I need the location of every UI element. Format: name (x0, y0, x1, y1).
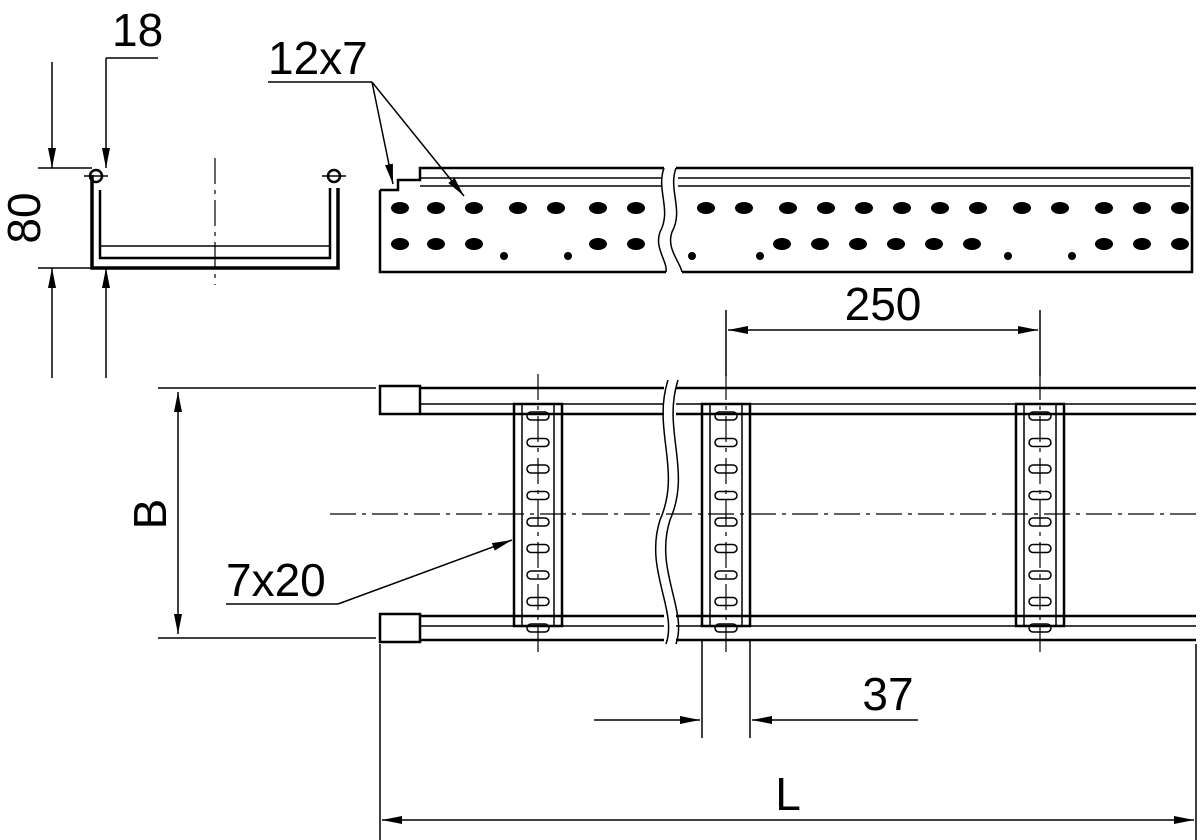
side-hole-icon (465, 238, 483, 250)
dim-hole-rung-label: 7x20 (226, 554, 326, 606)
rung-slot-icon (526, 543, 550, 554)
rung-slot-icon (1028, 437, 1052, 448)
side-holes (391, 202, 1189, 260)
rung-slot-icon (714, 596, 738, 607)
side-hole-icon (1051, 202, 1069, 214)
dim-rung-width-label: 37 (862, 668, 913, 720)
rung-slot-icon (714, 570, 738, 580)
side-hole-icon (855, 202, 873, 214)
dim-hole-side-label: 12x7 (268, 32, 368, 84)
side-dot-icon (756, 252, 764, 260)
rung-slot-icon (526, 517, 550, 527)
rung-slot-icon (1028, 570, 1052, 580)
rung-slot-icon (526, 596, 550, 607)
side-hole-icon (817, 202, 835, 214)
rung-slot-icon (1028, 623, 1052, 633)
side-hole-icon (1013, 202, 1031, 214)
rung-slot-icon (1028, 596, 1052, 607)
dim-flange-label: 18 (112, 4, 163, 56)
rung-slot-icon (526, 437, 550, 448)
side-hole-icon (887, 238, 905, 250)
side-hole-icon (465, 202, 483, 214)
side-hole-icon (735, 202, 753, 214)
rung (512, 374, 564, 656)
side-dot-icon (688, 252, 696, 260)
rung-slot-icon (1028, 411, 1052, 421)
side-hole-icon (925, 238, 943, 250)
side-hole-icon (697, 202, 715, 214)
side-hole-icon (391, 238, 409, 250)
side-hole-icon (589, 238, 607, 250)
rung-slot-icon (526, 623, 550, 633)
side-hole-icon (1095, 202, 1113, 214)
rung-slot-icon (526, 464, 550, 474)
rung-slot-icon (1028, 543, 1052, 554)
side-hole-icon (963, 238, 981, 250)
side-hole-icon (1133, 238, 1151, 250)
side-view: 12x7 (268, 32, 1194, 274)
side-hole-icon (1171, 202, 1189, 214)
side-hole-icon (509, 202, 527, 214)
side-hole-icon (1095, 238, 1113, 250)
side-hole-icon (1133, 202, 1151, 214)
side-hole-icon (427, 202, 445, 214)
rung-slot-icon (1028, 464, 1052, 474)
side-hole-icon (849, 238, 867, 250)
side-hole-icon (931, 202, 949, 214)
side-hole-icon (1171, 238, 1189, 250)
rung-slot-icon (714, 464, 738, 474)
rung-slot-icon (714, 490, 738, 501)
plan-view: B 250 7x20 37 L (124, 278, 1198, 840)
rung (1014, 374, 1066, 656)
side-hole-icon (893, 202, 911, 214)
rung-slot-icon (526, 490, 550, 501)
rung-slot-icon (1028, 490, 1052, 501)
side-dot-icon (1004, 252, 1012, 260)
side-dot-icon (564, 252, 572, 260)
rung-slot-icon (1028, 517, 1052, 527)
rungs (512, 374, 1066, 656)
dim-height-label: 80 (0, 192, 50, 243)
rung-slot-icon (714, 411, 738, 421)
side-hole-icon (391, 202, 409, 214)
dim-pitch-label: 250 (845, 278, 922, 330)
side-hole-icon (427, 238, 445, 250)
side-hole-icon (627, 238, 645, 250)
side-hole-icon (547, 202, 565, 214)
rail-end-top (378, 384, 422, 416)
rung-slot-icon (526, 570, 550, 580)
rung-slot-icon (714, 543, 738, 554)
rung-slot-icon (714, 623, 738, 633)
rung-slot-icon (714, 437, 738, 448)
rail-end-bottom (378, 612, 422, 644)
side-dot-icon (500, 252, 508, 260)
rung-slot-icon (714, 517, 738, 527)
side-hole-icon (773, 238, 791, 250)
rung (700, 374, 752, 656)
side-hole-icon (627, 202, 645, 214)
side-hole-icon (811, 238, 829, 250)
side-hole-icon (969, 202, 987, 214)
rung-slot-icon (526, 411, 550, 421)
side-dot-icon (1068, 252, 1076, 260)
side-hole-icon (779, 202, 797, 214)
dim-length-label: L (775, 768, 801, 820)
dim-width-label: B (124, 499, 176, 530)
cross-section-view: 80 18 (0, 4, 346, 378)
side-hole-icon (589, 202, 607, 214)
